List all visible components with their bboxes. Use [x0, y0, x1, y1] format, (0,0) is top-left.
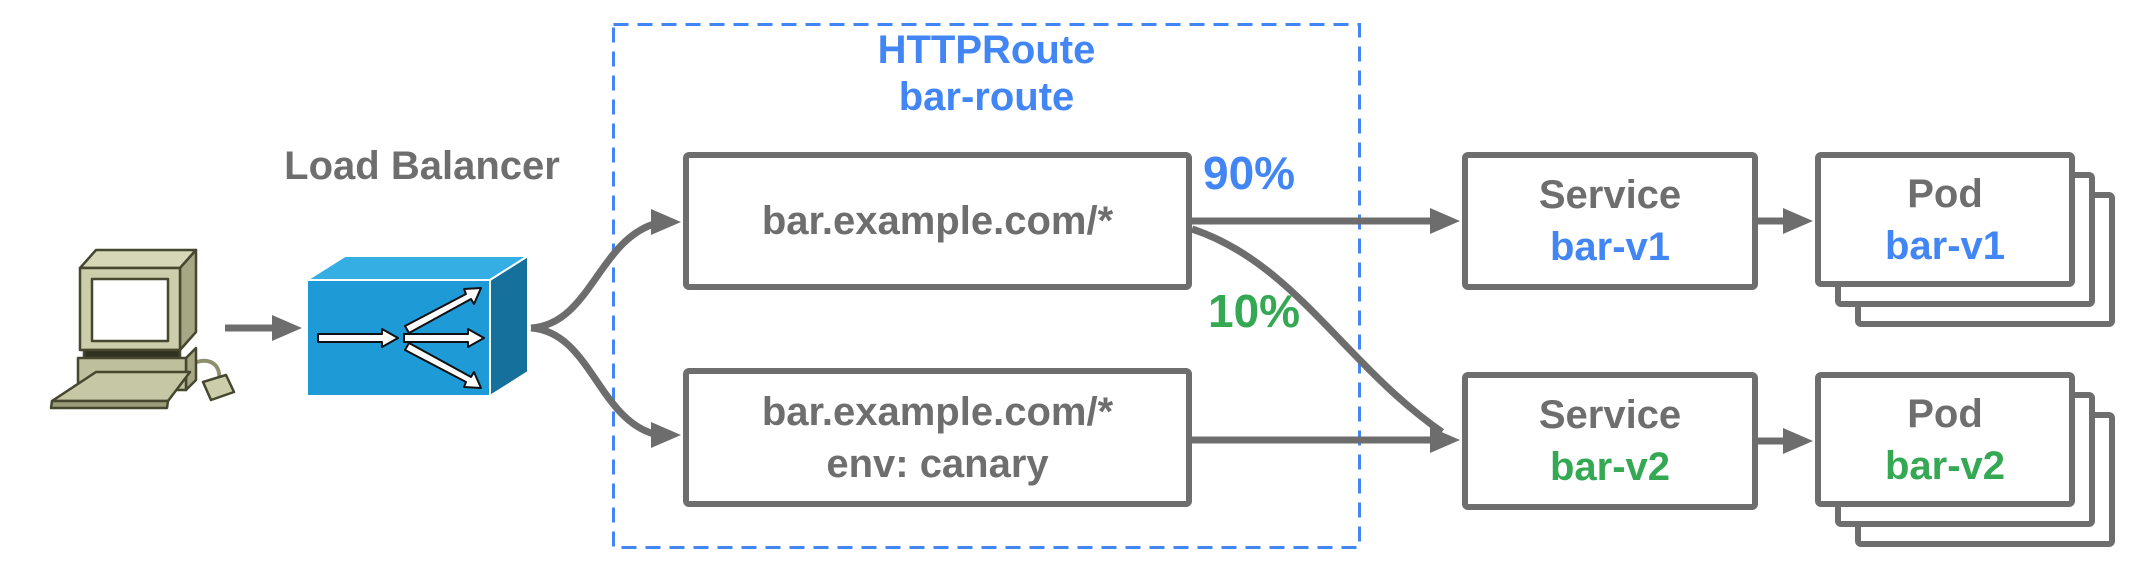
pod-kind: Pod — [1907, 171, 1983, 216]
pod-kind: Pod — [1907, 391, 1983, 436]
service-name: bar-v1 — [1549, 225, 1671, 269]
httproute-kind: HTTPRoute — [877, 28, 1096, 72]
httproute-boundary — [612, 23, 1361, 549]
arrow-lb-to-rule2 — [530, 324, 656, 438]
service-kind: Service — [1538, 173, 1682, 217]
load-balancer-label: Load Balancer — [284, 144, 560, 188]
service-kind: Service — [1538, 393, 1682, 437]
pod-name: bar-v2 — [1884, 443, 2006, 488]
arrow-heads — [272, 208, 1813, 454]
service-bar-v2: Service bar-v2 — [1462, 372, 1758, 510]
httproute-name: bar-route — [898, 75, 1075, 119]
traffic-weight-10: 10% — [1208, 285, 1301, 337]
load-balancer-icon — [303, 254, 532, 398]
pod-name: bar-v1 — [1884, 223, 2006, 268]
route-rule-primary: bar.example.com/* — [683, 152, 1192, 290]
service-bar-v1: Service bar-v1 — [1462, 152, 1758, 290]
route-rule-canary-header: env: canary — [826, 441, 1049, 486]
arrow-lb-to-rule1 — [530, 220, 656, 332]
traffic-weight-90: 90% — [1203, 147, 1296, 199]
route-rule-canary: bar.example.com/* env: canary — [683, 368, 1192, 507]
pod-bar-v1: Pod bar-v1 — [1815, 152, 2075, 287]
pod-bar-v2: Pod bar-v2 — [1815, 372, 2075, 507]
httproute-title: HTTPRoute bar-route — [612, 27, 1361, 121]
desktop-computer-icon — [49, 248, 236, 410]
route-rule-canary-match: bar.example.com/* — [761, 389, 1114, 434]
arrow-rule1-to-service2 — [1190, 225, 1444, 435]
flow-arrows — [225, 217, 1787, 445]
service-name: bar-v2 — [1549, 445, 1671, 489]
route-rule-primary-match: bar.example.com/* — [761, 199, 1114, 243]
